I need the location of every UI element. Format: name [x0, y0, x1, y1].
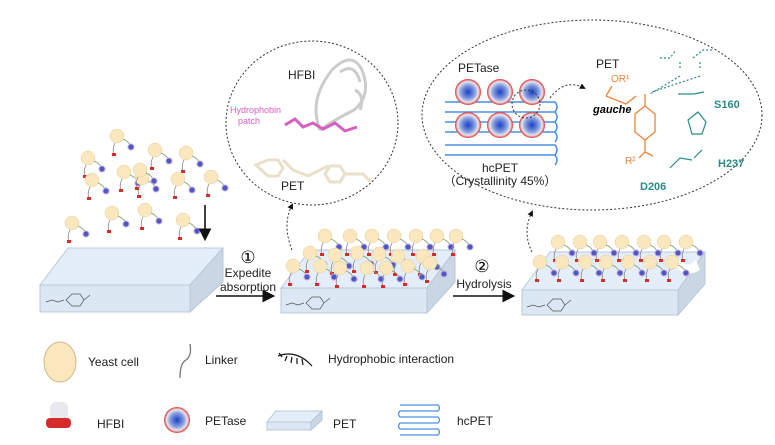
residue-s160: S160 — [714, 99, 740, 111]
yeast-cell — [592, 234, 618, 262]
or1-label: OR¹ — [611, 74, 630, 85]
hcpet-strand — [445, 144, 558, 156]
legend: Yeast cell Linker Hydrophobic interactio… — [43, 341, 494, 436]
yeast-cell — [598, 254, 624, 282]
yeast-cell — [332, 260, 358, 288]
yeast-cell — [532, 254, 558, 282]
pet-slab-icon — [265, 409, 324, 432]
petase-enzyme — [455, 112, 481, 138]
gauche-label: gauche — [592, 104, 632, 116]
yeast-cell — [104, 205, 130, 233]
yeast-cell — [285, 258, 311, 286]
pet-ester-structure — [605, 85, 656, 159]
step1-number: ① — [240, 248, 255, 267]
hcpet-icon — [397, 404, 441, 436]
step2-number: ② — [474, 257, 489, 276]
hydrophobin-patch — [284, 117, 358, 133]
hcpet-strand — [445, 121, 558, 133]
residue-h237: H237 — [718, 158, 744, 170]
yeast-cell — [132, 162, 158, 190]
hydrophobic-interaction-icon — [277, 352, 313, 367]
yeast-cell — [175, 212, 201, 240]
legend-hfbi: HFBI — [97, 417, 124, 431]
hcpet-strand — [445, 111, 558, 123]
yeast-cell — [554, 254, 580, 282]
yeast-cell — [614, 234, 640, 262]
yeast-cell — [572, 234, 598, 262]
petase-enzymes — [455, 79, 545, 138]
yeast-cell — [327, 247, 353, 275]
yeast-cell — [170, 171, 196, 199]
hcpet-chains — [445, 101, 558, 166]
yeast-cell — [577, 254, 603, 282]
petase-enzyme — [487, 79, 513, 105]
zoom-link-arrow-2 — [526, 210, 533, 253]
yeast-cell — [312, 258, 338, 286]
hfbi-label: HFBI — [288, 68, 315, 82]
legend-petase: PETase — [205, 414, 247, 428]
step1-label-line2: absorption — [220, 280, 276, 294]
yeast-cell — [400, 258, 426, 286]
yeast-cell — [656, 234, 682, 262]
pet-label-inset: PET — [281, 179, 305, 193]
legend-linker: Linker — [205, 353, 238, 367]
petase-enzyme — [455, 79, 481, 105]
yeast-cell — [642, 254, 668, 282]
residue-d206: D206 — [640, 181, 666, 193]
r2-label: R² — [625, 156, 636, 167]
yeast-cell — [636, 234, 662, 262]
pet-chain — [253, 158, 373, 184]
yeast-cell — [678, 234, 704, 262]
petase-enzyme — [487, 112, 513, 138]
legend-hcpet: hcPET — [457, 414, 494, 428]
hfbi-icon — [46, 402, 71, 428]
patch-label-line1: Hydrophobin — [230, 105, 281, 115]
hcpet-strand — [445, 131, 558, 143]
yeast-cell — [84, 172, 110, 200]
yeast-cell — [80, 150, 106, 178]
yeast-cell — [620, 254, 646, 282]
yeast-cell — [408, 228, 434, 256]
yeast-cell — [64, 215, 90, 243]
hcpet-label: hcPET — [482, 161, 519, 175]
yeast-cell — [342, 228, 368, 256]
petase-enzyme — [519, 79, 545, 105]
yeast-cell — [371, 246, 397, 274]
hfbi-structure — [314, 58, 368, 132]
zoom-link-arrow-1 — [286, 203, 293, 251]
mechanism-pet-label: PET — [596, 57, 620, 71]
petase-icon — [164, 407, 190, 433]
yeast-cell — [147, 142, 173, 170]
legend-pet: PET — [333, 417, 357, 431]
hfbi-zoom-inset: HFBI Hydrophobin patch PET — [225, 40, 399, 206]
catalytic-residues — [649, 49, 713, 169]
legend-hydrophobic-interaction: Hydrophobic interaction — [328, 352, 454, 366]
pet-slab-coated — [279, 248, 456, 315]
yeast-cell — [137, 202, 163, 230]
pet-slab-initial — [38, 246, 225, 314]
linker-icon — [179, 343, 192, 379]
legend-yeast-cell: Yeast cell — [88, 355, 139, 369]
petase-enzyme — [519, 112, 545, 138]
petase-zoom-inset: PETase hcPET （Crystallinity 45%） PET OR¹… — [421, 19, 763, 211]
yeast-cell — [378, 260, 404, 288]
yeast-cell — [448, 228, 474, 256]
yeast-cell — [203, 169, 229, 197]
patch-label-line2: patch — [238, 116, 260, 126]
petase-label: PETase — [458, 61, 500, 75]
yeast-cell-icon — [43, 341, 77, 383]
yeast-cells — [64, 128, 704, 288]
hcpet-strand — [445, 154, 558, 166]
yeast-cell — [109, 128, 135, 156]
step2-label: Hydrolysis — [456, 277, 511, 291]
hcpet-strand — [445, 101, 558, 113]
yeast-cell — [429, 228, 455, 256]
step1-label-line1: Expedite — [225, 266, 272, 280]
yeast-cell — [422, 255, 448, 283]
crystallinity-label: （Crystallinity 45%） — [444, 174, 557, 188]
yeast-cell — [664, 254, 690, 282]
yeast-cell — [364, 228, 390, 256]
yeast-cell — [178, 145, 204, 173]
